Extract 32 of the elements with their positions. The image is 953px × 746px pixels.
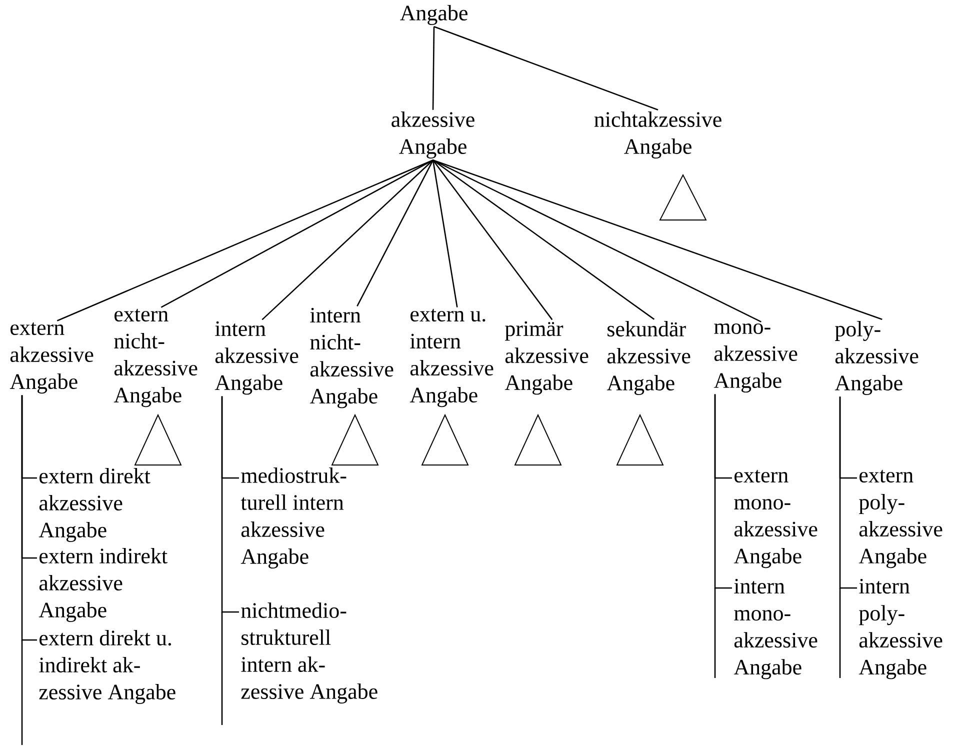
branch-line: [262, 160, 434, 320]
term-label: intern mono- akzessive Angabe: [734, 578, 818, 680]
branch-line: [21, 395, 37, 641]
branch-line: [221, 396, 239, 613]
term-label: Angabe: [400, 5, 468, 25]
term-label: intern nicht- akzessive Angabe: [310, 308, 394, 408]
branch-line: [714, 394, 732, 589]
term-label: poly- akzessive Angabe: [834, 321, 918, 395]
term-label: mediostruk- turell intern akzessive Angabe: [240, 468, 346, 568]
term-label: primär akzessive Angabe: [504, 321, 588, 395]
branch-line: [160, 160, 434, 308]
term-label: intern poly- akzessive Angabe: [858, 578, 942, 680]
term-label: extern u. intern akzessive Angabe: [410, 308, 494, 408]
branch-line: [432, 160, 553, 320]
branch-line: [839, 396, 857, 589]
branch-line: [432, 160, 882, 320]
term-label: nichtmedio- strukturell intern ak- zessive Angabe: [241, 602, 378, 704]
branch-line: [432, 160, 458, 308]
term-label: nichtakzessive Angabe: [594, 112, 722, 158]
term-label: sekundär akzessive Angabe: [606, 321, 690, 395]
branch-line: [356, 160, 434, 306]
term-label: extern akzessive Angabe: [10, 322, 94, 394]
term-label: mono- akzessive Angabe: [714, 323, 798, 393]
term-label: extern direkt u. indirekt ak- zessive Angabe: [39, 630, 176, 704]
term-label: intern akzessive Angabe: [214, 321, 298, 395]
term-label: akzessive Angabe: [392, 112, 474, 158]
term-label: extern nicht- akzessive Angabe: [114, 308, 198, 408]
branch-line: [432, 160, 762, 322]
branch-line: [432, 26, 435, 110]
branch-line: [432, 160, 655, 320]
branch-line: [56, 160, 434, 322]
branch-line: [434, 26, 658, 110]
